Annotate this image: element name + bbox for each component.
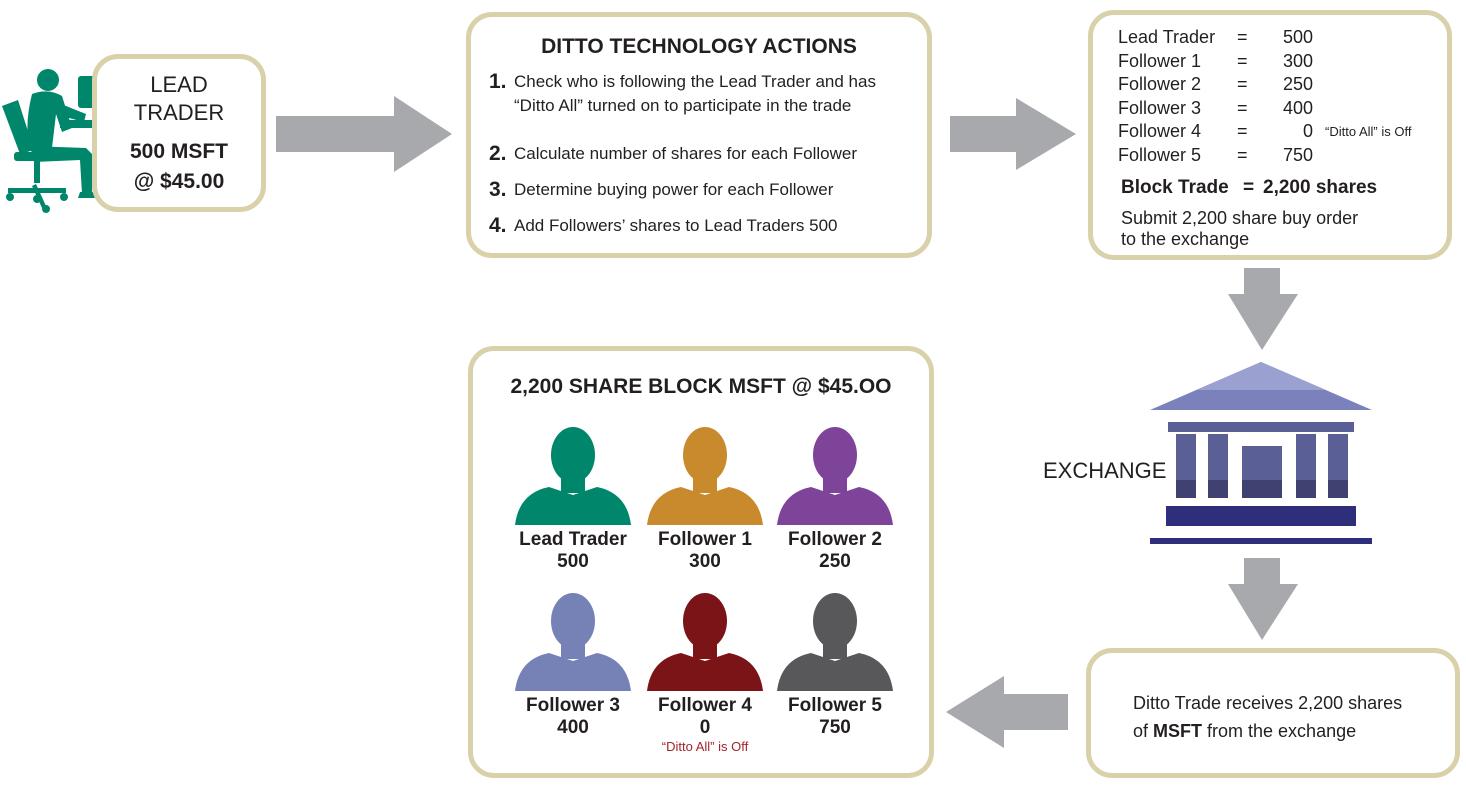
receipt-of: of <box>1133 721 1154 741</box>
allocation-equals: = <box>1237 145 1248 165</box>
allocation-name: Follower 2 <box>1118 74 1202 95</box>
allocation-note: “Ditto All” is Off <box>1325 124 1412 140</box>
person-name: Follower 4 <box>658 695 752 716</box>
allocation-value: 400 <box>1282 97 1313 118</box>
person-silhouette-icon <box>777 427 893 525</box>
submit-order-line2: to the exchange <box>1121 229 1250 249</box>
arrow-right-icon <box>276 96 452 172</box>
person-name: Follower 1 <box>658 529 752 550</box>
person-shares: 750 <box>819 717 851 738</box>
person-shares: 500 <box>557 551 589 572</box>
exchange-label: EXCHANGE <box>1043 458 1167 483</box>
arrow-down-icon <box>1228 558 1298 640</box>
lead-trader-order: 500 MSFT @ $45.00 <box>97 137 261 197</box>
arrow-down-icon <box>1228 268 1298 350</box>
receipt-post: from the exchange <box>1202 721 1357 741</box>
ditto-actions-title: DITTO TECHNOLOGY ACTIONS <box>541 35 857 58</box>
person-shares: 400 <box>557 717 589 738</box>
allocation-name: Follower 4 <box>1118 121 1202 142</box>
lead-trader-box: LEAD TRADER 500 MSFT @ $45.00 <box>92 54 266 212</box>
action-number: 3. <box>489 178 507 201</box>
allocation-value: 250 <box>1282 74 1313 95</box>
allocation-equals: = <box>1237 50 1248 71</box>
person-name: Follower 2 <box>788 529 882 550</box>
allocation-value: 750 <box>1282 145 1313 165</box>
lead-trader-label-line1: LEAD <box>150 72 208 97</box>
allocation-equals: = <box>1237 97 1248 118</box>
receipt-line2: of MSFT from the exchange <box>1133 717 1402 745</box>
person-name: Follower 5 <box>788 695 882 716</box>
block-trade-value: 2,200 shares <box>1263 177 1378 198</box>
allocation-value: 0 <box>1302 121 1313 142</box>
lead-trader-price: @ $45.00 <box>133 170 225 193</box>
action-number: 4. <box>489 214 507 237</box>
person-shares: 250 <box>819 551 851 572</box>
lead-trader-amount: 500 MSFT <box>129 140 229 163</box>
allocation-name: Lead Trader <box>1118 27 1216 47</box>
submit-order-line1: Submit 2,200 share buy order <box>1121 208 1359 228</box>
block-trade-equals: = <box>1243 177 1255 198</box>
share-block-title: 2,200 SHARE BLOCK MSFT @ $45.OO <box>510 375 892 398</box>
allocation-name: Follower 1 <box>1118 50 1202 71</box>
action-number: 1. <box>489 70 507 93</box>
receipt-text: Ditto Trade receives 2,200 shares of MSF… <box>1133 689 1402 745</box>
ditto-actions-box: DITTO TECHNOLOGY ACTIONS 1. Check who is … <box>466 12 932 258</box>
exchange-building-icon <box>1150 362 1372 544</box>
allocation-name: Follower 5 <box>1118 145 1202 165</box>
lead-trader-label: LEAD TRADER <box>97 71 261 127</box>
lead-trader-desk-icon <box>2 69 150 213</box>
receipt-ticker: MSFT <box>1153 721 1203 741</box>
person-name: Lead Trader <box>519 529 627 550</box>
allocation-equals: = <box>1237 121 1248 142</box>
action-number: 2. <box>489 142 507 165</box>
lead-trader-label-line2: TRADER <box>133 100 225 125</box>
allocation-value: 500 <box>1282 27 1313 47</box>
receipt-box: Ditto Trade receives 2,200 shares of MSF… <box>1086 648 1460 778</box>
person-silhouette-icon <box>647 593 763 691</box>
receipt-line1: Ditto Trade receives 2,200 shares <box>1133 693 1403 713</box>
person-shares: 0 <box>699 717 711 738</box>
allocation-equals: = <box>1237 74 1248 95</box>
action-text: “Ditto All” turned on to participate in … <box>514 96 852 115</box>
arrow-left-icon <box>946 676 1068 748</box>
share-block-box: 2,200 SHARE BLOCK MSFT @ $45.OO Lead Tra… <box>468 346 934 778</box>
action-text: Check who is following the Lead Trader a… <box>514 72 876 91</box>
action-text: Add Followers’ shares to Lead Traders 50… <box>514 216 838 235</box>
block-trade-label: Block Trade <box>1121 177 1229 198</box>
person-silhouette-icon <box>515 427 631 525</box>
allocation-name: Follower 3 <box>1118 97 1202 118</box>
person-shares: 300 <box>689 551 721 572</box>
action-text: Calculate number of shares for each Foll… <box>514 144 857 163</box>
arrow-right-icon <box>950 98 1076 170</box>
person-note: “Ditto All” is Off <box>661 739 749 754</box>
action-text: Determine buying power for each Follower <box>514 180 834 199</box>
allocation-value: 300 <box>1282 50 1313 71</box>
person-name: Follower 3 <box>526 695 620 716</box>
submit-order-text: Submit 2,200 share buy order to the exch… <box>1121 208 1358 250</box>
person-silhouette-icon <box>647 427 763 525</box>
person-silhouette-icon <box>777 593 893 691</box>
person-silhouette-icon <box>515 593 631 691</box>
allocation-equals: = <box>1237 27 1248 47</box>
